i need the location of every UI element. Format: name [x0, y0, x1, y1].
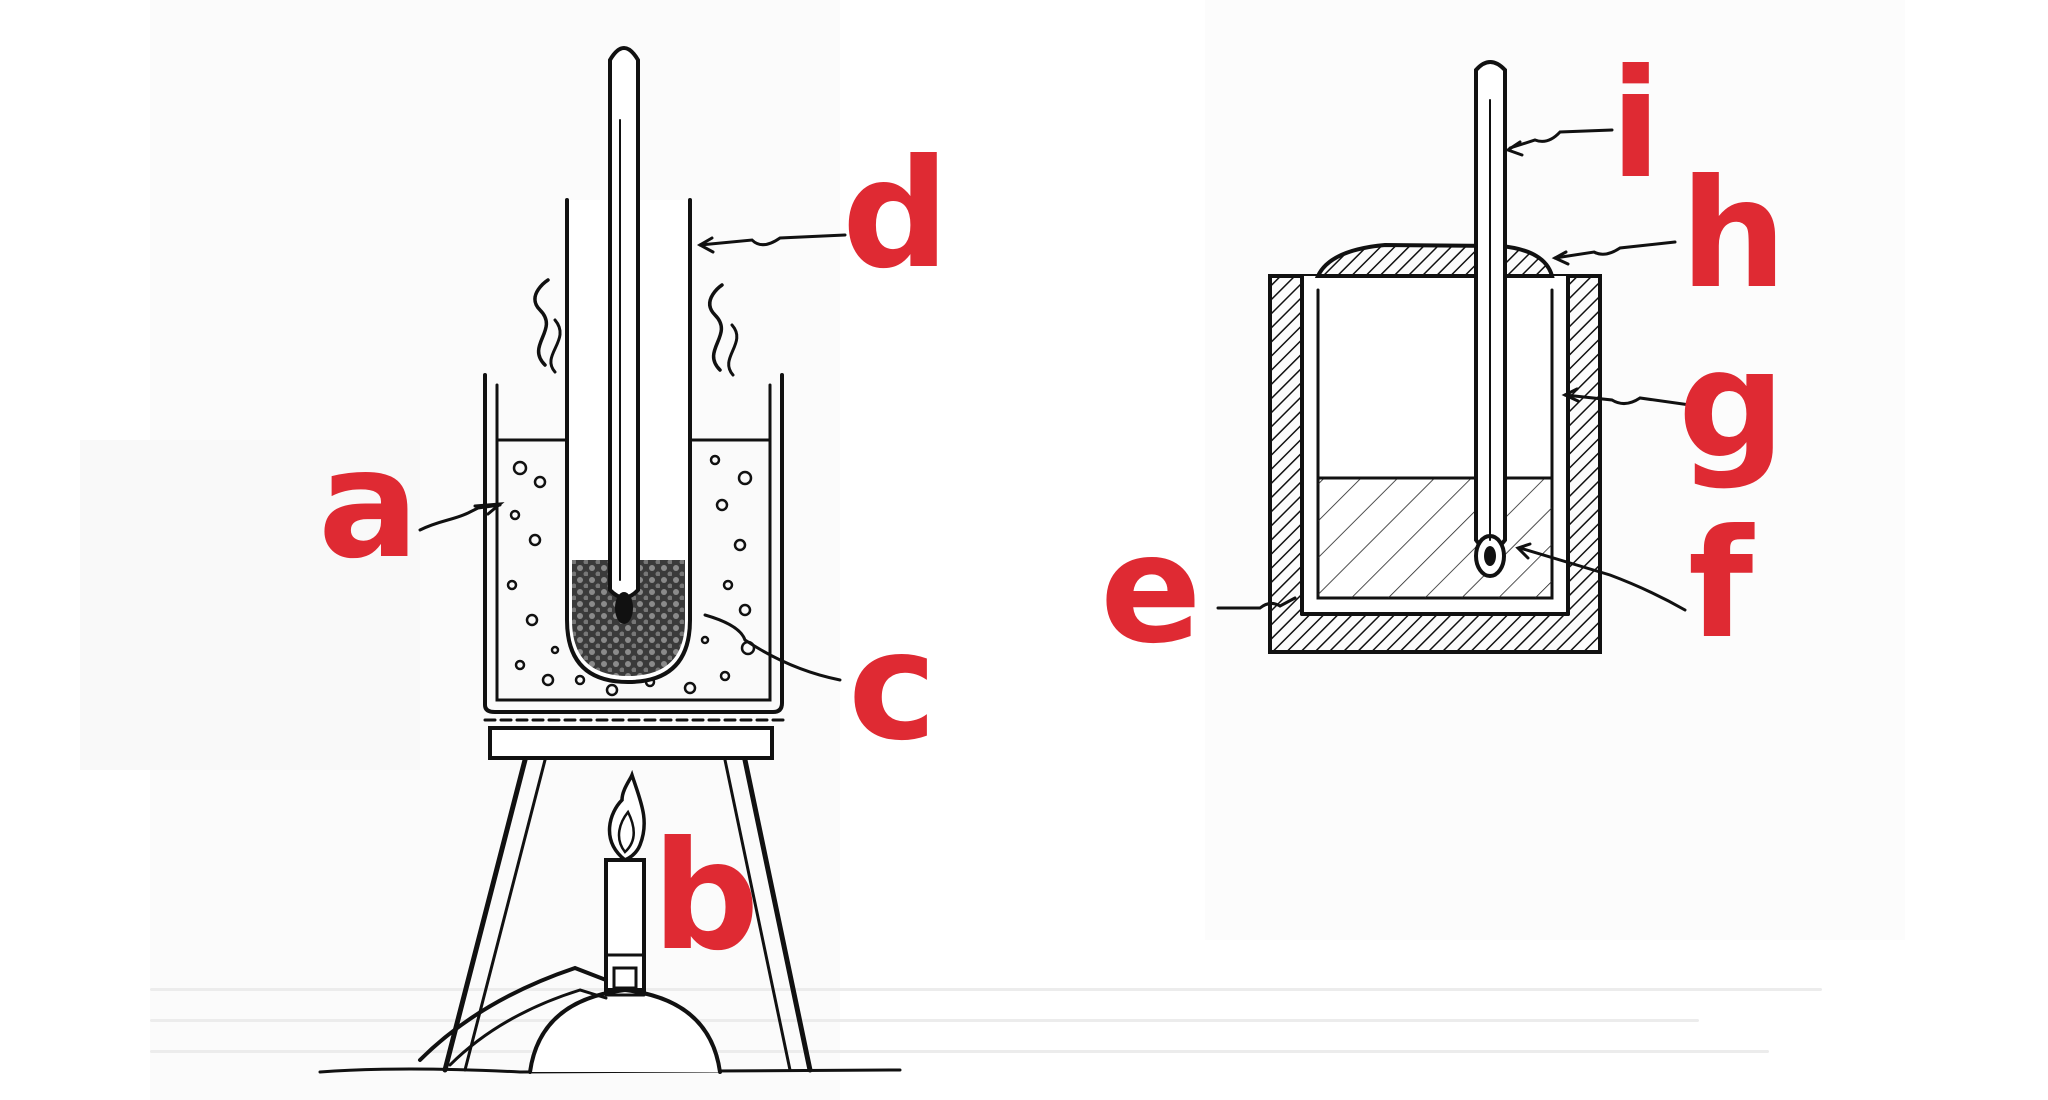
label-i: i — [1610, 38, 1662, 212]
arrow-a — [418, 503, 502, 532]
arrow-h — [1553, 240, 1677, 260]
arrow-e — [1216, 596, 1297, 610]
label-c: c — [848, 600, 937, 774]
label-b: b — [652, 810, 760, 984]
label-e: e — [1100, 503, 1202, 677]
arrow-f — [1518, 546, 1687, 612]
insulated-container — [1216, 60, 1692, 654]
faint-text-lines — [150, 960, 1910, 1080]
arrow-g — [1563, 393, 1692, 407]
scan-background-strip — [80, 440, 420, 770]
label-d: d — [842, 128, 950, 302]
flame-icon — [607, 769, 646, 863]
label-a: a — [318, 418, 420, 592]
lid — [1314, 242, 1555, 278]
heating-apparatus — [318, 46, 902, 1074]
bubbles — [506, 454, 756, 697]
arrow-c — [703, 613, 842, 682]
burner-base — [528, 987, 722, 1074]
label-f: f — [1688, 498, 1754, 672]
label-g: g — [1678, 318, 1786, 492]
label-h: h — [1680, 148, 1787, 322]
arrow-d — [698, 233, 847, 247]
arrow-i — [1508, 128, 1614, 150]
